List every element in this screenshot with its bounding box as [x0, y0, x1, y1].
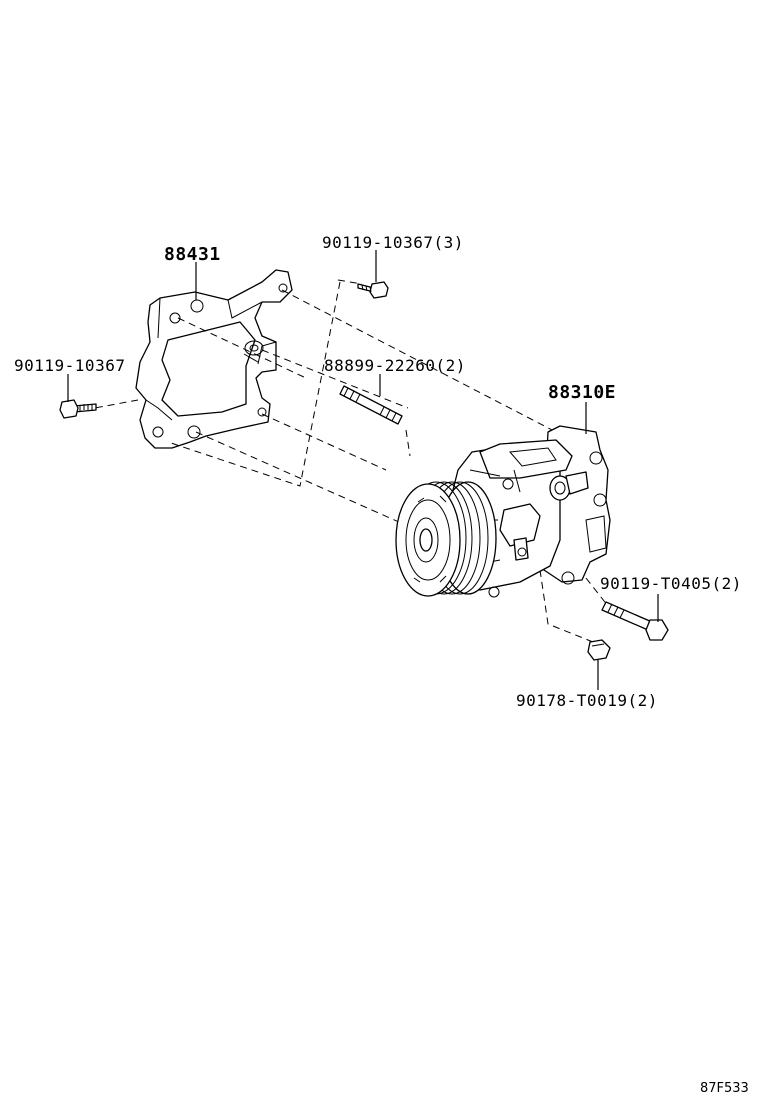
label-90119-10367-top: 90119-10367(3) [322, 233, 464, 252]
leader-lines [67, 250, 659, 690]
ac-compressor[interactable] [395, 425, 611, 598]
label-90119-10367-left: 90119-10367 [14, 356, 125, 375]
label-90119-T0405: 90119-T0405(2) [600, 574, 742, 593]
bolt-top-icon[interactable] [357, 281, 389, 299]
stud-icon[interactable] [339, 385, 403, 425]
label-90178-T0019: 90178-T0019(2) [516, 691, 658, 710]
compressor-bracket[interactable] [135, 269, 293, 449]
nut-icon[interactable] [587, 639, 611, 661]
label-88310E: 88310E [548, 382, 616, 403]
label-88899-22260: 88899-22260(2) [324, 356, 466, 375]
bolt-left-icon[interactable] [59, 399, 97, 419]
bolt-long-icon[interactable] [601, 601, 669, 641]
diagram-code: 87F533 [700, 1081, 749, 1096]
label-88431: 88431 [164, 244, 221, 265]
